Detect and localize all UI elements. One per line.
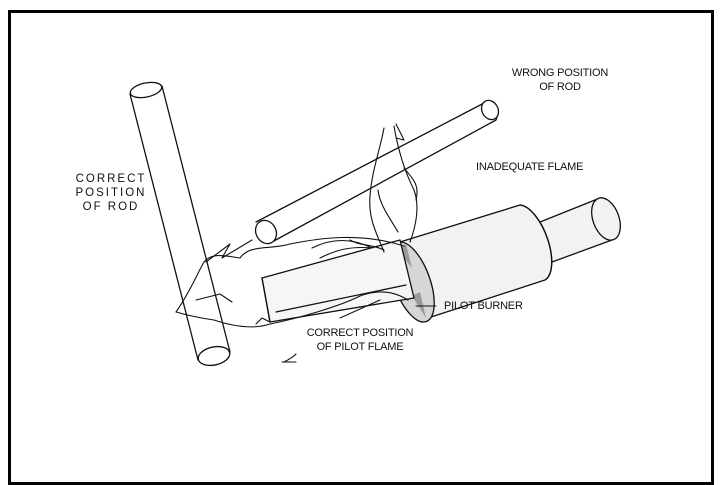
inadequate-flame [349, 123, 418, 253]
label-inadequate-flame: INADEQUATE FLAME [476, 161, 584, 173]
pilot-tube [261, 239, 415, 323]
label-pilot-burner: PILOT BURNER [444, 300, 523, 312]
burner-rear-cylinder [539, 197, 621, 263]
rod-correct-position [129, 81, 231, 367]
correct-pilot-flame [175, 236, 409, 363]
rod-wrong-position [254, 99, 500, 245]
label-correct-pilot-flame: CORRECT POSITION OF PILOT FLAME [306, 327, 414, 353]
leader-lines [339, 299, 437, 319]
label-wrong-position: WRONG POSITION OF ROD [511, 67, 609, 93]
burner-body [399, 204, 553, 319]
label-correct-position-rod: CORRECT POSITION OF ROD [75, 173, 147, 213]
leader-pilot-flame [339, 299, 381, 319]
